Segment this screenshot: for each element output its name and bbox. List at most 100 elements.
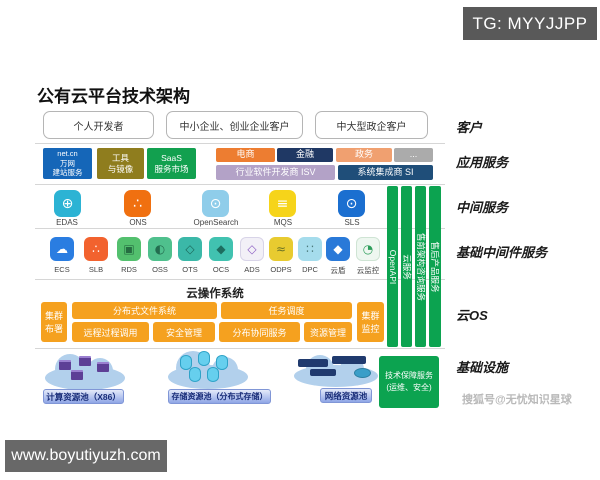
dpc-icon-glyph: ∷ bbox=[306, 242, 314, 256]
network-cloud-illustration bbox=[294, 355, 378, 387]
layer-label-customers: 客户 bbox=[456, 120, 483, 135]
ads-icon: ◇ bbox=[240, 237, 264, 261]
edas-icon: ⊕ bbox=[54, 190, 81, 217]
app-box-more: ... bbox=[394, 148, 433, 162]
mqs-icon: ≡ bbox=[269, 190, 296, 217]
aftersales-product-bar-label: 售后产品服务 bbox=[430, 240, 440, 293]
ads-label: ADS bbox=[244, 265, 260, 274]
app-box-si: 系统集成商 SI bbox=[338, 165, 433, 180]
app-box-government: 政务 bbox=[336, 148, 392, 162]
app-box-ecommerce: 电商 bbox=[216, 148, 275, 162]
os-box-resource-management: 资源管理 bbox=[304, 322, 352, 342]
os-box-security-management: 安全管理 bbox=[153, 322, 215, 342]
os-box-distributed-coordination: 分布协同服务 bbox=[219, 322, 300, 342]
storage-cylinder bbox=[180, 355, 192, 370]
os-box-cluster-deploy: 集群 布署 bbox=[41, 302, 67, 342]
network-pool-label: 网络资源池 bbox=[320, 388, 372, 403]
opensearch-label: OpenSearch bbox=[193, 218, 239, 227]
layer-label-infrastructure: 基础设施 bbox=[456, 360, 509, 375]
odps-icon: ≈ bbox=[269, 237, 293, 261]
layer-label-app-services: 应用服务 bbox=[456, 155, 509, 170]
diagram-title: 公有云平台技术架构 bbox=[37, 87, 190, 106]
separator-cloud-os bbox=[35, 348, 445, 349]
ots-icon: ◇ bbox=[178, 237, 202, 261]
storage-cylinder bbox=[207, 367, 219, 382]
cloud-service-bar-label: 云服务 bbox=[401, 253, 412, 280]
openapi-bar-label: OpenAPI bbox=[387, 249, 398, 284]
site-watermark-badge: www.boyutiyuzh.com bbox=[5, 440, 167, 472]
storage-cylinder bbox=[189, 367, 201, 382]
mqs-icon-glyph: ≡ bbox=[276, 195, 289, 212]
yunjiankong-gauge-icon: ◔ bbox=[356, 237, 380, 261]
network-node-chip bbox=[298, 359, 328, 367]
slb-icon: ∴ bbox=[84, 237, 108, 261]
os-box-distributed-file-system: 分布式文件系统 bbox=[72, 302, 217, 319]
layer-label-middleware-services: 基础中间件服务 bbox=[456, 245, 548, 260]
ocs-label: OCS bbox=[212, 265, 230, 274]
yundun-shield-icon-glyph: ◆ bbox=[333, 242, 343, 256]
storage-cylinder bbox=[198, 351, 210, 366]
customer-box-large-gov-enterprise: 中大型政企客户 bbox=[315, 111, 428, 139]
sohu-watermark: 搜狐号@无忧知识星球 bbox=[462, 394, 572, 406]
ocs-icon-glyph: ◆ bbox=[216, 242, 226, 256]
aftersales-product-bar: 售后产品服务 bbox=[429, 186, 441, 347]
compute-cloud-illustration bbox=[45, 354, 125, 390]
app-box-netcn-website: net.cn 万网 建站服务 bbox=[43, 148, 92, 179]
server-cube bbox=[59, 360, 71, 370]
ecs-label: ECS bbox=[54, 265, 70, 274]
layer-label-middle-services: 中间服务 bbox=[456, 200, 509, 215]
network-node-chip bbox=[310, 369, 336, 376]
os-box-cluster-monitoring: 集群 监控 bbox=[357, 302, 384, 342]
separator-customers bbox=[35, 143, 445, 144]
oss-label: OSS bbox=[152, 265, 168, 274]
sls-icon-glyph: ⊙ bbox=[345, 195, 358, 212]
network-globe bbox=[354, 368, 371, 378]
edas-label: EDAS bbox=[56, 218, 78, 227]
slb-label: SLB bbox=[88, 265, 104, 274]
sls-label: SLS bbox=[344, 218, 360, 227]
presales-consulting-bar: 售前架构咨询服务 bbox=[415, 186, 426, 347]
compute-pool-label: 计算资源池（X86） bbox=[43, 389, 124, 404]
network-node-chip bbox=[332, 356, 366, 364]
storage-pool-label: 存储资源池（分布式存储） bbox=[168, 389, 271, 404]
app-box-isv: 行业软件开发商 ISV bbox=[216, 165, 335, 180]
app-box-finance: 金融 bbox=[277, 148, 333, 162]
rds-icon: ▣ bbox=[117, 237, 141, 261]
presales-consulting-bar-label: 售前架构咨询服务 bbox=[415, 232, 426, 301]
server-cube bbox=[79, 356, 91, 366]
yundun-label: 云盾 bbox=[330, 266, 346, 275]
ots-icon-glyph: ◇ bbox=[185, 242, 195, 256]
oss-icon-glyph: ◐ bbox=[154, 242, 166, 256]
mqs-label: MQS bbox=[273, 218, 293, 227]
separator-middleware bbox=[35, 279, 445, 280]
rds-label: RDS bbox=[121, 265, 137, 274]
yunjiankong-label: 云监控 bbox=[356, 266, 380, 275]
opensearch-icon-glyph: ⊙ bbox=[209, 195, 222, 212]
oss-icon: ◐ bbox=[148, 237, 172, 261]
os-box-rpc: 远程过程调用 bbox=[72, 322, 149, 342]
odps-icon-glyph: ≈ bbox=[275, 242, 287, 256]
ecs-icon-glyph: ☁ bbox=[56, 242, 68, 256]
layer-label-cloud-os: 云OS bbox=[456, 308, 488, 323]
cloud-os-title: 云操作系统 bbox=[186, 288, 244, 300]
ocs-icon: ◆ bbox=[209, 237, 233, 261]
sls-icon: ⊙ bbox=[338, 190, 365, 217]
os-box-task-scheduling: 任务调度 bbox=[221, 302, 352, 319]
cloud-base bbox=[45, 366, 125, 390]
tg-watermark-badge: TG: MYYJJPP bbox=[463, 7, 597, 40]
yundun-shield-icon: ◆ bbox=[326, 237, 350, 261]
ons-icon-glyph: ∴ bbox=[133, 195, 142, 212]
openapi-bar: OpenAPI bbox=[387, 186, 398, 347]
app-box-tools-images: 工具 与镜像 bbox=[97, 148, 144, 179]
dpc-icon: ∷ bbox=[298, 237, 322, 261]
ots-label: OTS bbox=[182, 265, 198, 274]
separator-middle-services bbox=[35, 228, 445, 229]
storage-cloud-illustration bbox=[168, 351, 248, 389]
ecs-icon: ☁ bbox=[50, 237, 74, 261]
yunjiankong-gauge-icon-glyph: ◔ bbox=[362, 242, 374, 256]
ads-icon-glyph: ◇ bbox=[247, 242, 257, 256]
ons-label: ONS bbox=[129, 218, 147, 227]
edas-icon-glyph: ⊕ bbox=[61, 195, 74, 212]
odps-label: ODPS bbox=[270, 265, 292, 274]
